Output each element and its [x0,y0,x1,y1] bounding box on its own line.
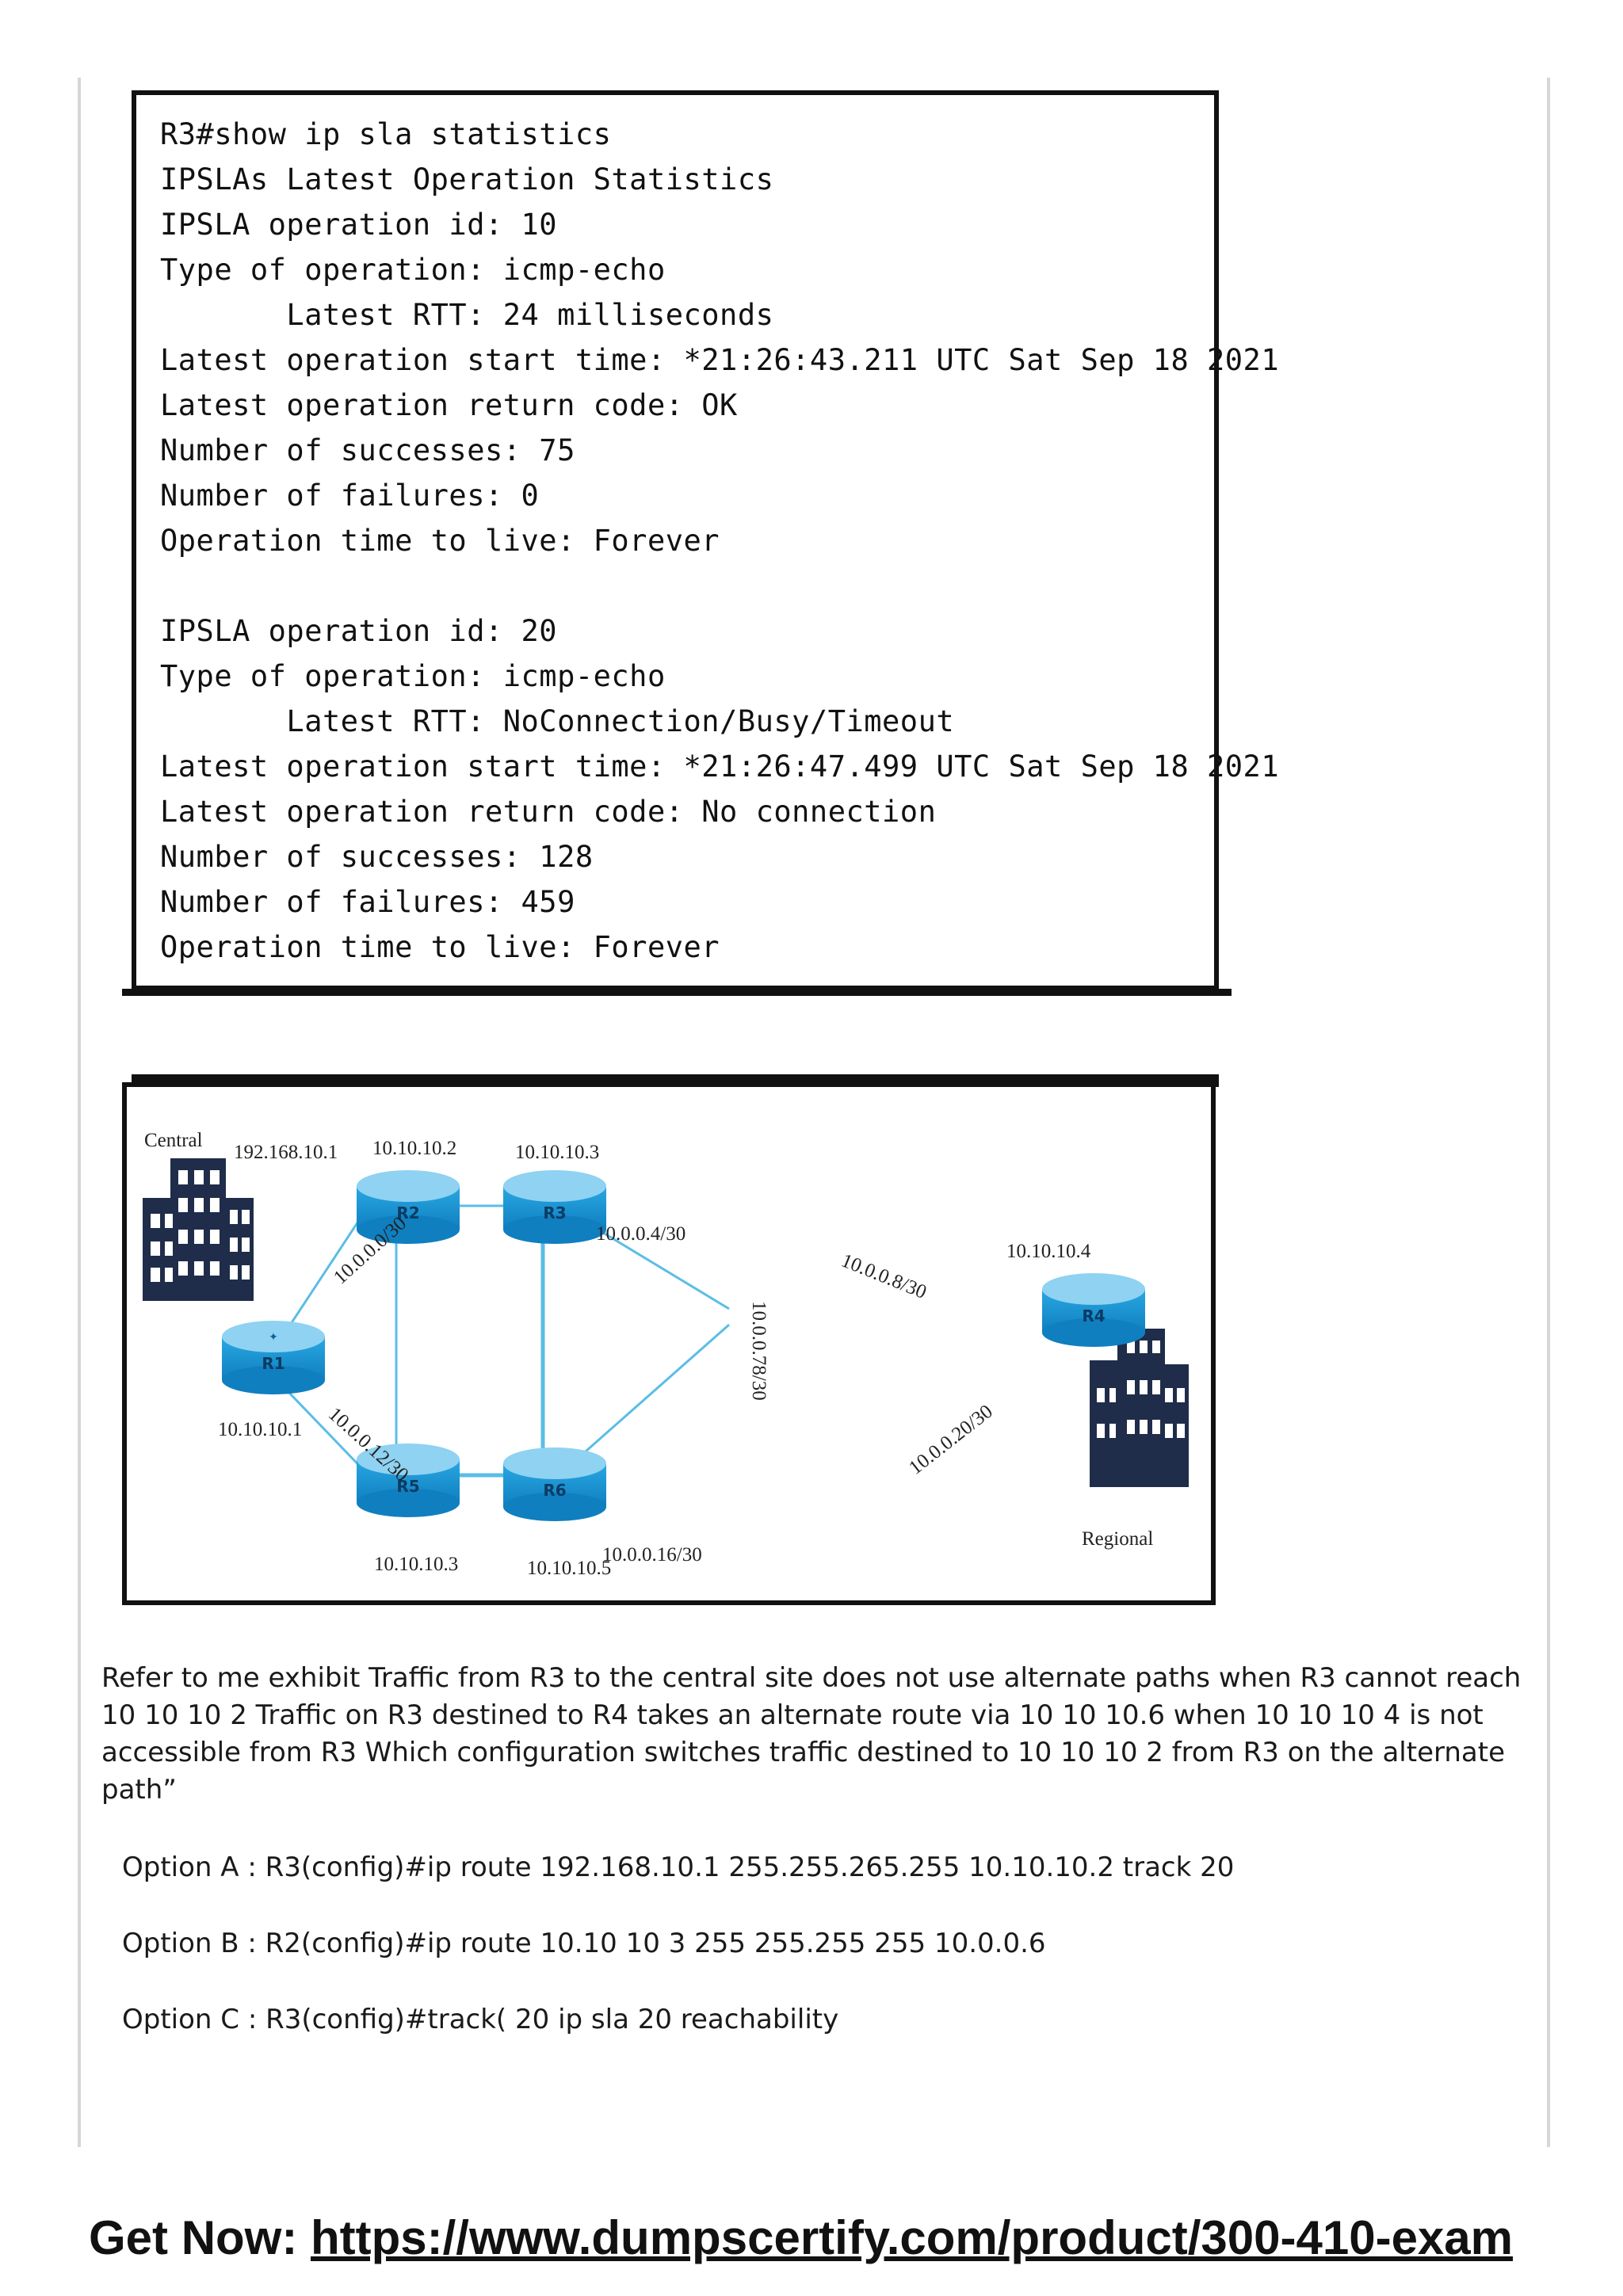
terminal-line: IPSLAs Latest Operation Statistics [160,162,774,196]
terminal-line: IPSLA operation id: 10 [160,208,558,242]
link-lines [268,1204,730,1478]
terminal-line: Type of operation: icmp-echo [160,659,666,693]
router-r2-name: R2 [396,1203,419,1222]
terminal-line: Latest operation start time: *21:26:47.4… [160,749,1280,784]
link-label-r5-r6: 10.0.0.16/30 [602,1544,702,1566]
footer-prefix: Get Now: [89,2211,311,2264]
router-r5-ip: 10.10.10.3 [374,1554,458,1575]
link-label-r3-r6: 10.0.0.78/30 [748,1301,769,1401]
option-a[interactable]: Option A : R3(config)#ip route 192.168.1… [122,1852,1235,1883]
terminal-line: Latest operation return code: OK [160,388,738,422]
right-page-rule [1547,78,1550,2147]
terminal-line: Type of operation: icmp-echo [160,253,666,287]
terminal-line: Latest RTT: NoConnection/Busy/Timeout [160,704,955,738]
regional-building-icon [1090,1329,1189,1487]
router-r3-name: R3 [543,1203,566,1222]
link-label-r3-r4: 10.0.0.8/30 [838,1250,930,1303]
terminal-line: Operation time to live: Forever [160,524,720,558]
terminal-line: Operation time to live: Forever [160,930,720,964]
network-diagram: ✦ R1 R2 [122,1082,1216,1605]
central-site-label: Central [144,1130,203,1151]
terminal-line: Latest operation start time: *21:26:43.2… [160,343,1280,377]
terminal-line: Number of failures: 459 [160,885,575,919]
link-label-r6-r4: 10.0.0.20/30 [905,1401,997,1479]
router-r6-name: R6 [543,1481,566,1500]
question-text: Refer to me exhibit Traffic from R3 to t… [101,1662,1522,1806]
terminal-line: Number of successes: 75 [160,433,575,467]
router-r6-icon [503,1447,606,1521]
terminal-bottom-rule [122,989,1232,996]
option-c[interactable]: Option C : R3(config)#track( 20 ip sla 2… [122,2004,839,2035]
router-r1-ip: 10.10.10.1 [218,1419,302,1440]
link-label-r2-r3: 10.0.0.4/30 [596,1223,685,1245]
router-r5-name: R5 [396,1477,419,1496]
central-site-ip: 192.168.10.1 [234,1142,338,1163]
router-r6-ip: 10.10.10.5 [527,1558,611,1579]
footer-cta: Get Now: https://www.dumpscertify.com/pr… [89,2210,1594,2265]
terminal-line: Number of successes: 128 [160,840,594,874]
router-r3-ip: 10.10.10.3 [515,1142,599,1163]
left-page-rule [78,78,81,2147]
router-r2-icon [357,1170,460,1244]
router-r3-icon [503,1170,606,1244]
router-r4-icon [1042,1273,1145,1347]
svg-text:✦: ✦ [269,1331,278,1344]
terminal-output-box: R3#show ip sla statistics IPSLAs Latest … [132,90,1279,990]
router-r4-name: R4 [1082,1306,1105,1325]
link-r6-r4 [558,1323,730,1477]
central-building-icon [143,1158,254,1301]
terminal-line: Latest RTT: 24 milliseconds [160,298,774,332]
router-r1-name: R1 [262,1354,285,1373]
router-r4-ip: 10.10.10.4 [1006,1241,1091,1262]
option-b[interactable]: Option B : R2(config)#ip route 10.10 10 … [122,1928,1046,1959]
terminal-line: IPSLA operation id: 20 [160,614,558,648]
network-diagram-svg: ✦ R1 R2 [143,1130,1189,1579]
terminal-line: Number of failures: 0 [160,479,540,513]
regional-site-label: Regional [1082,1528,1153,1550]
router-r5-icon [357,1444,460,1517]
terminal-line: R3#show ip sla statistics [160,117,612,151]
router-r1-icon: ✦ [222,1321,325,1394]
terminal-line: Latest operation return code: No connect… [160,795,937,829]
router-r2-ip: 10.10.10.2 [372,1138,456,1159]
footer-link[interactable]: https://www.dumpscertify.com/product/300… [311,2211,1514,2264]
